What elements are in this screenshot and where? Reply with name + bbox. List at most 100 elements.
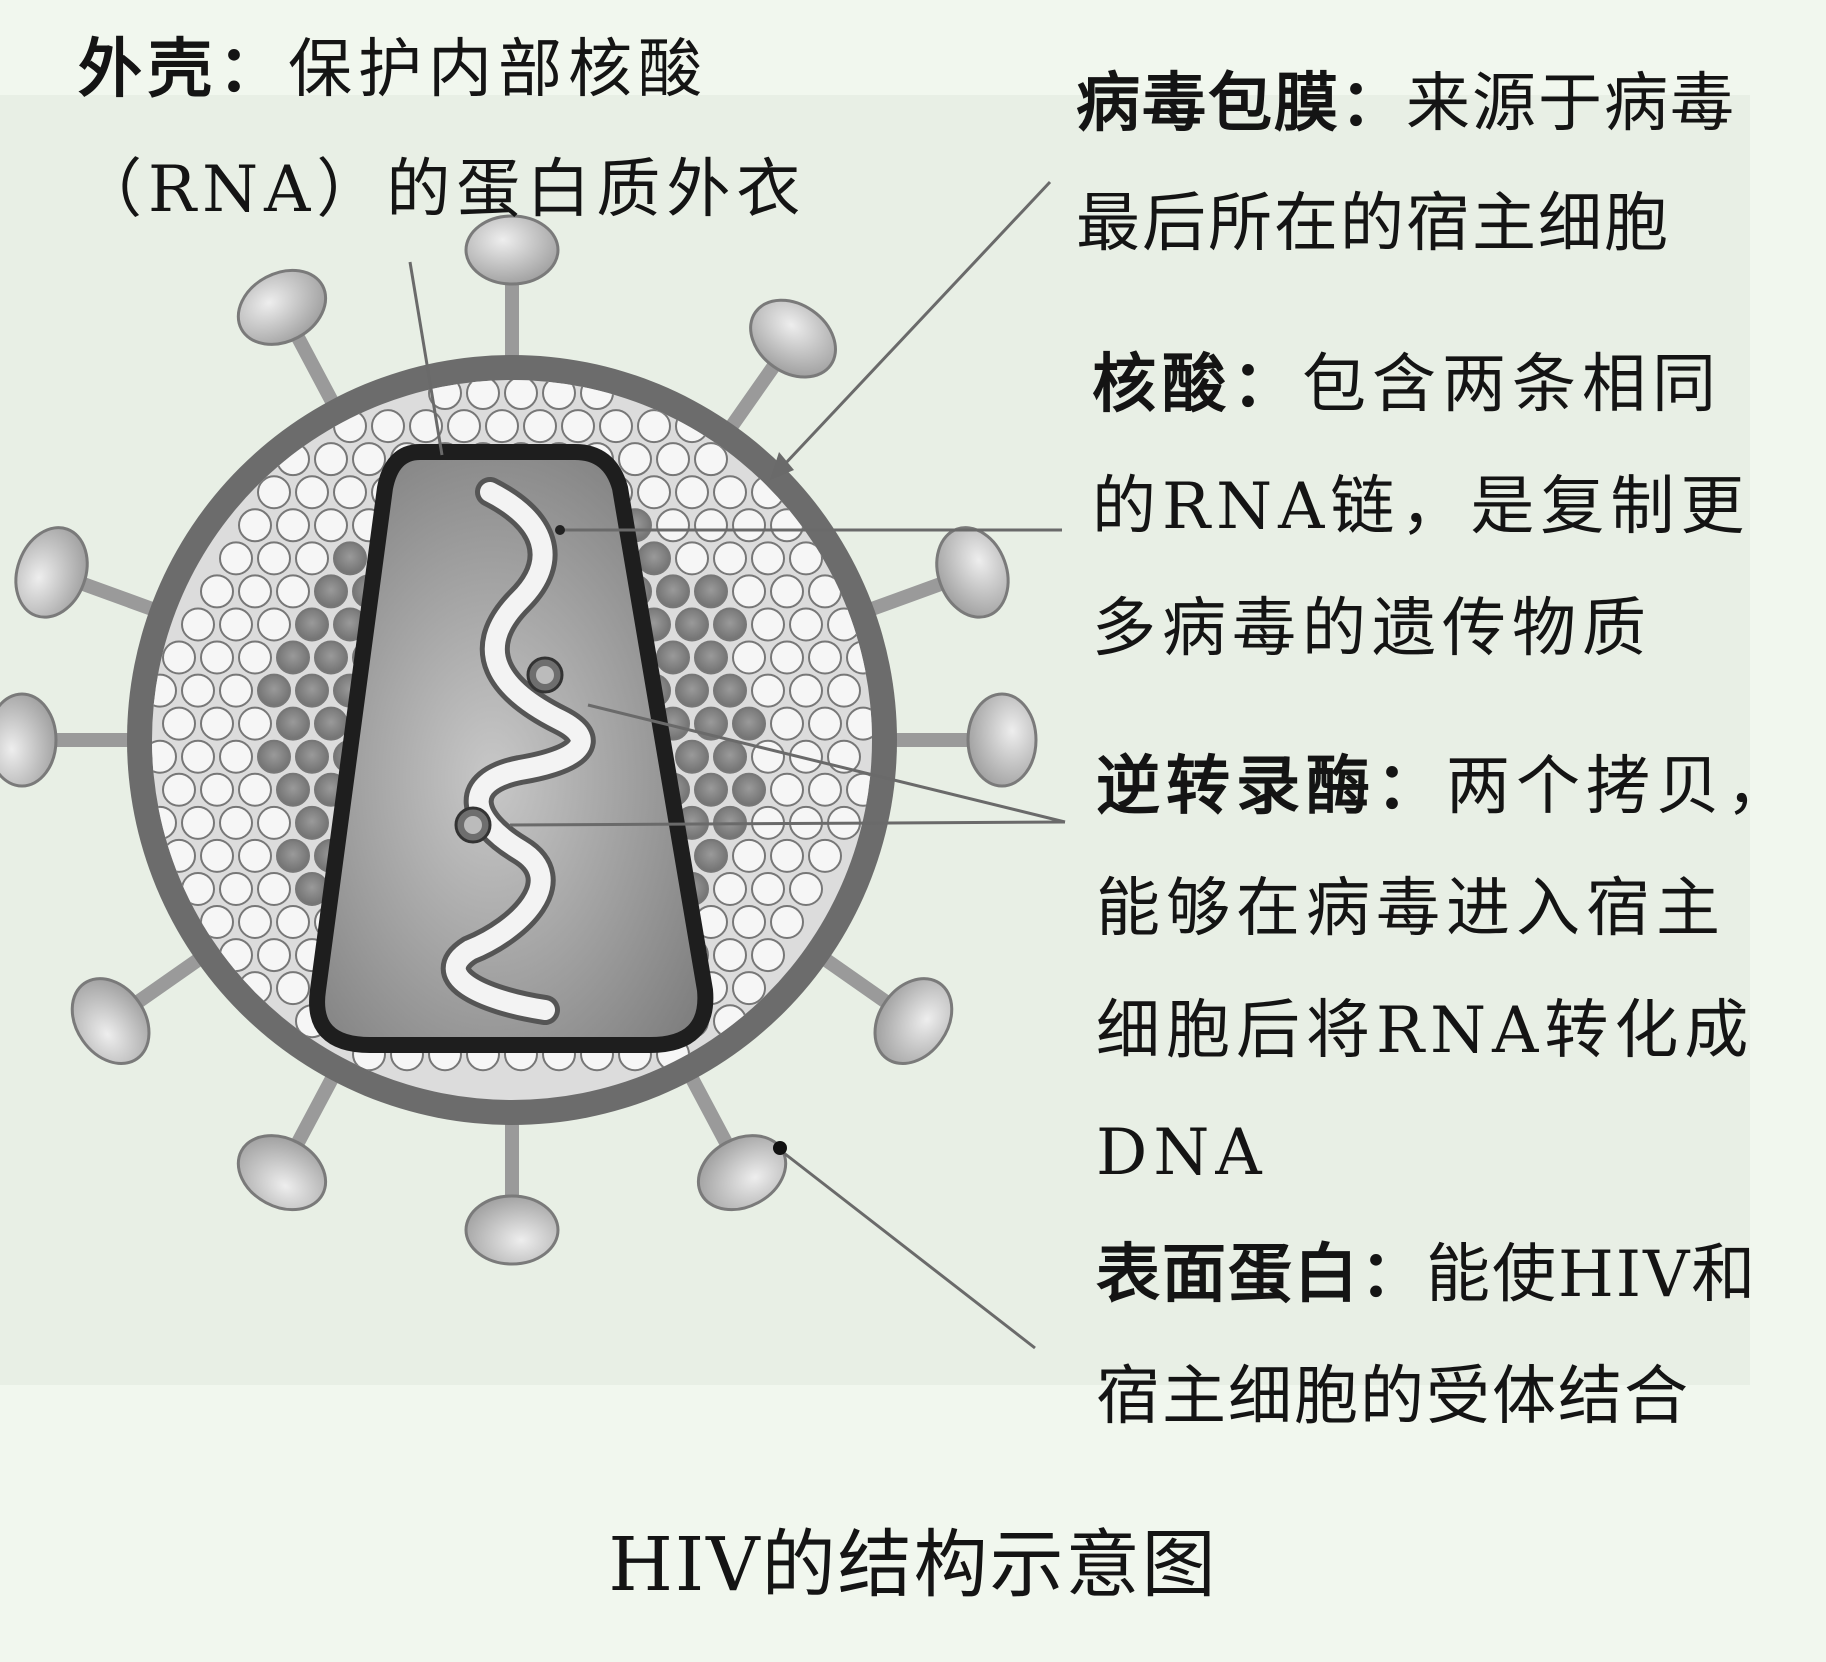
- matrix-protein-dot: [732, 971, 766, 1006]
- matrix-protein-dot: [409, 409, 443, 444]
- matrix-protein-dot: [257, 673, 291, 708]
- matrix-protein-dot: [295, 607, 329, 642]
- matrix-protein-dot: [257, 805, 291, 840]
- matrix-protein-dot: [352, 442, 386, 477]
- matrix-protein-dot: [770, 574, 804, 609]
- term-surface-protein: 表面蛋白: [1096, 1237, 1360, 1312]
- matrix-protein-dot: [713, 475, 747, 510]
- spike-glycoprotein-icon: [749, 298, 837, 379]
- matrix-protein-dot: [295, 475, 329, 510]
- desc-capsid-line2: （RNA）的蛋白质外衣: [78, 153, 807, 227]
- matrix-protein-dot: [219, 805, 253, 840]
- matrix-protein-dot: [770, 640, 804, 675]
- separator: ：: [1360, 1237, 1426, 1312]
- matrix-protein-dot: [732, 574, 766, 609]
- desc-capsid-line1: 保护内部核酸: [288, 33, 708, 107]
- matrix-protein-dot: [181, 739, 215, 774]
- matrix-protein-dot: [295, 541, 329, 576]
- matrix-protein-dot: [732, 772, 766, 807]
- matrix-protein-dot: [200, 574, 234, 609]
- matrix-protein-dot: [257, 871, 291, 906]
- leader-nucleic-acid-dot: [555, 525, 565, 535]
- matrix-protein-dot: [162, 706, 196, 741]
- label-surface-protein: 表面蛋白：能使HIV和宿主细胞的受体结合: [1096, 1214, 1757, 1458]
- matrix-protein-dot: [732, 706, 766, 741]
- matrix-protein-dot: [257, 475, 291, 510]
- matrix-protein-dot: [276, 772, 310, 807]
- matrix-protein-dot: [694, 574, 728, 609]
- separator: ：: [218, 32, 288, 107]
- separator: ：: [1340, 66, 1406, 141]
- matrix-protein-dot: [257, 607, 291, 642]
- term-nucleic-acid: 核酸: [1092, 347, 1232, 422]
- matrix-protein-dot: [238, 772, 272, 807]
- matrix-protein-dot: [257, 938, 291, 973]
- spike-glycoprotein-icon: [873, 977, 954, 1065]
- desc-rt-line2: 能够在病毒进入宿主: [1096, 872, 1726, 946]
- matrix-protein-dot: [694, 508, 728, 543]
- matrix-protein-dot: [656, 508, 690, 543]
- leader-capsid: [408, 261, 444, 456]
- matrix-protein-dot: [694, 640, 728, 675]
- matrix-protein-dot: [447, 409, 481, 444]
- capsid-core: [309, 444, 714, 1053]
- matrix-protein-dot: [751, 938, 785, 973]
- matrix-protein-dot: [152, 739, 177, 774]
- matrix-protein-dot: [314, 706, 348, 741]
- matrix-protein-dot: [732, 838, 766, 873]
- matrix-protein-dot: [770, 838, 804, 873]
- leader-envelope: [782, 180, 1052, 467]
- matrix-protein-dot: [276, 640, 310, 675]
- matrix-protein-dot: [656, 574, 690, 609]
- desc-surface-line1: 能使HIV和: [1426, 1238, 1758, 1312]
- matrix-protein-dot: [656, 442, 690, 477]
- matrix-protein-dot: [789, 739, 823, 774]
- matrix-protein-dot: [257, 739, 291, 774]
- matrix-protein-dot: [466, 380, 500, 411]
- matrix-protein-dot: [314, 508, 348, 543]
- matrix-protein-dot: [599, 409, 633, 444]
- matrix-protein-dot: [808, 772, 842, 807]
- leader-rt-2: [509, 820, 1066, 827]
- matrix-protein-dot: [276, 905, 310, 940]
- matrix-protein-dot: [675, 541, 709, 576]
- matrix-protein-dot: [770, 772, 804, 807]
- matrix-protein-dot: [276, 508, 310, 543]
- spike-glycoprotein-icon: [0, 692, 58, 788]
- separator: ：: [1232, 347, 1302, 422]
- figure-caption: HIV的结构示意图: [608, 1522, 1218, 1608]
- matrix-protein-dot: [200, 706, 234, 741]
- leader-rt-1: [587, 703, 1066, 824]
- matrix-protein-dot: [238, 508, 272, 543]
- matrix-protein-dot: [219, 541, 253, 576]
- matrix-protein-dot: [219, 739, 253, 774]
- desc-nucleic-line3: 多病毒的遗传物质: [1092, 592, 1652, 666]
- spike-glycoprotein-icon: [236, 268, 328, 346]
- spike-glycoprotein-icon: [464, 1194, 560, 1266]
- matrix-protein-dot: [713, 871, 747, 906]
- desc-rt-line1: 两个拷贝，: [1446, 750, 1796, 824]
- matrix-protein-dot: [637, 475, 671, 510]
- desc-rt-line3: 细胞后将RNA转化成: [1096, 994, 1755, 1068]
- matrix-protein-dot: [732, 640, 766, 675]
- matrix-protein-dot: [314, 442, 348, 477]
- matrix-protein-dot: [542, 380, 576, 411]
- term-capsid: 外壳: [78, 32, 218, 107]
- matrix-protein-dot: [238, 640, 272, 675]
- matrix-protein-dot: [751, 871, 785, 906]
- matrix-protein-dot: [713, 938, 747, 973]
- reverse-transcriptase-icon: [454, 656, 564, 844]
- desc-envelope-line1: 来源于病毒: [1406, 67, 1736, 141]
- label-nucleic-acid: 核酸：包含两条相同的RNA链，是复制更多病毒的遗传物质: [1092, 324, 1750, 690]
- matrix-protein-dot: [808, 838, 842, 873]
- matrix-protein-dot: [827, 673, 861, 708]
- matrix-protein-dot: [561, 409, 595, 444]
- matrix-protein-dot: [200, 640, 234, 675]
- rna-strand-icon: [440, 477, 596, 1025]
- matrix-protein-dot: [694, 838, 728, 873]
- spike-glycoprotein-icon: [464, 214, 560, 286]
- matrix-protein-dot: [694, 772, 728, 807]
- matrix-protein-dot: [333, 541, 367, 576]
